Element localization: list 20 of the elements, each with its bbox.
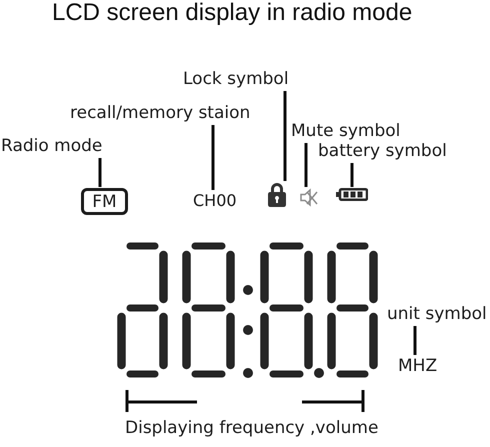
padlock-icon — [268, 182, 286, 207]
leader-line — [284, 91, 286, 181]
mode-indicator: FM — [81, 188, 128, 215]
callout-label: unit symbol — [387, 304, 487, 324]
callout-label: battery symbol — [318, 141, 447, 161]
callout-label: recall/memory staion — [70, 103, 250, 123]
diagram-title: LCD screen display in radio mode — [52, 0, 412, 26]
callout-label: Radio mode — [1, 136, 102, 156]
dimension-label: Displaying frequency ,volume — [125, 418, 378, 438]
leader-line — [212, 125, 214, 190]
battery-icon — [336, 188, 368, 201]
lcd-readout: CH00 — [193, 191, 237, 211]
leader-line — [98, 158, 102, 187]
leader-line — [304, 143, 308, 187]
callout-label: Mute symbol — [291, 121, 400, 141]
callout-label: Lock symbol — [183, 69, 289, 89]
leader-line — [414, 326, 416, 355]
muted-speaker-icon — [300, 188, 318, 207]
leader-line — [350, 163, 354, 187]
lcd-readout: MHZ — [398, 356, 438, 376]
